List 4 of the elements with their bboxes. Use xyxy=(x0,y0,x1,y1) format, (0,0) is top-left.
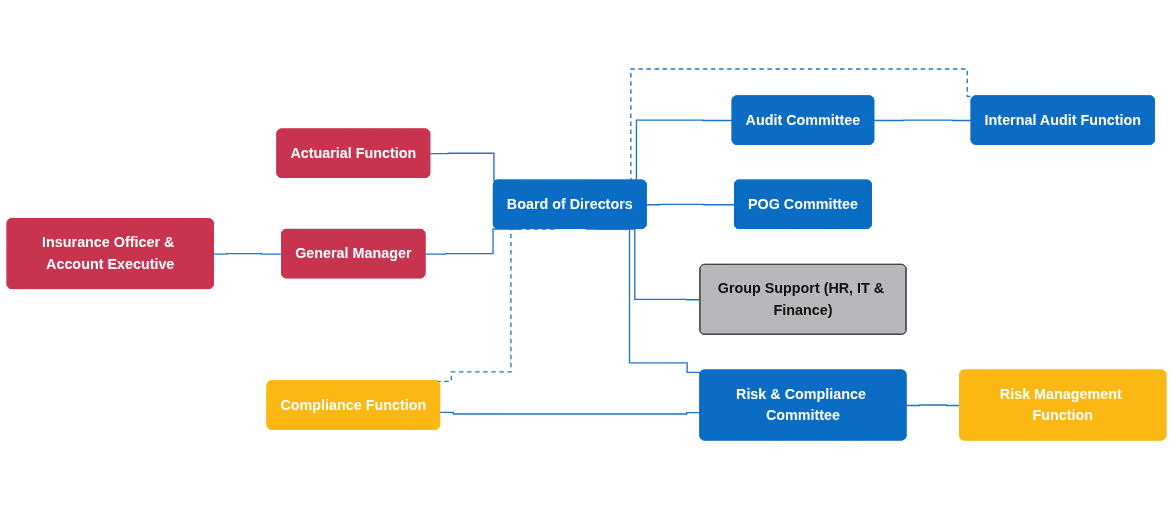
connector xyxy=(213,252,283,255)
connector xyxy=(873,119,973,122)
connector xyxy=(905,404,961,407)
connector xyxy=(645,203,736,206)
